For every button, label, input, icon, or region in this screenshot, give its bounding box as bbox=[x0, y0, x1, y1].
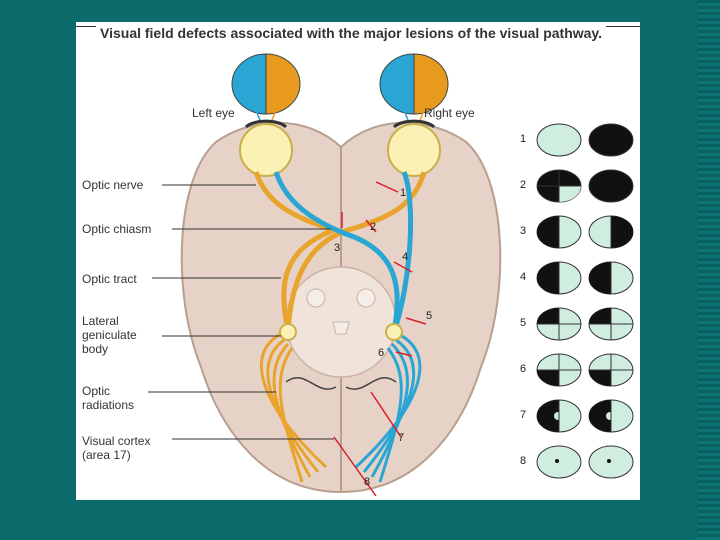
lesion-markers bbox=[333, 181, 427, 497]
defect-4-left-field bbox=[536, 261, 582, 295]
visual-cortex-label: Visual cortex(area 17) bbox=[82, 434, 151, 462]
defect-2-right-field bbox=[588, 169, 634, 203]
defect-3-right-field bbox=[588, 215, 634, 249]
figure-panel: Visual field defects associated with the… bbox=[76, 22, 640, 500]
defect-8-left-field bbox=[536, 445, 582, 479]
defect-row-number-7: 7 bbox=[520, 409, 527, 421]
defect-1-right-field bbox=[588, 123, 634, 157]
lesion-number-8: 8 bbox=[364, 476, 371, 488]
lesion-number-2: 2 bbox=[370, 221, 377, 233]
lesion-number-4: 4 bbox=[402, 251, 409, 263]
defect-8-right-field bbox=[588, 445, 634, 479]
defect-5-right-field bbox=[588, 307, 634, 341]
defect-row-number-3: 3 bbox=[520, 225, 527, 237]
right-visual-field bbox=[379, 53, 449, 115]
defect-row-number-5: 5 bbox=[520, 317, 527, 329]
label-leader-lines bbox=[148, 184, 334, 440]
defect-4-right-field bbox=[588, 261, 634, 295]
defect-row-number-1: 1 bbox=[520, 133, 527, 145]
defect-2-left-field bbox=[536, 169, 582, 203]
defect-row-number-4: 4 bbox=[520, 271, 527, 283]
brain-outline bbox=[180, 121, 502, 494]
defect-6-left-field bbox=[536, 353, 582, 387]
lesion-number-5: 5 bbox=[426, 310, 433, 322]
lateral-geniculate-nuclei bbox=[279, 323, 403, 341]
blue-pathway bbox=[273, 171, 422, 483]
slide-edge-stripe bbox=[698, 0, 720, 540]
defect-row-number-2: 2 bbox=[520, 179, 527, 191]
lesion-number-3: 3 bbox=[334, 242, 341, 254]
defect-6-right-field bbox=[588, 353, 634, 387]
lesion-number-7: 7 bbox=[398, 432, 405, 444]
figure-title: Visual field defects associated with the… bbox=[96, 25, 607, 41]
defect-7-left-field bbox=[536, 399, 582, 433]
defect-row-number-8: 8 bbox=[520, 455, 527, 467]
optic-nerve-label: Optic nerve bbox=[82, 178, 144, 192]
defect-7-right-field bbox=[588, 399, 634, 433]
right-eyeball bbox=[387, 119, 441, 177]
defect-3-left-field bbox=[536, 215, 582, 249]
right-eye-label: Right eye bbox=[424, 106, 475, 120]
visual-pathway-diagram bbox=[148, 53, 502, 497]
left-eye-label: Left eye bbox=[192, 106, 235, 120]
defect-5-left-field bbox=[536, 307, 582, 341]
lesion-number-1: 1 bbox=[400, 187, 407, 199]
defect-row-number-6: 6 bbox=[520, 363, 527, 375]
optic-tract-label: Optic tract bbox=[82, 272, 137, 286]
optic-chiasm-label: Optic chiasm bbox=[82, 222, 152, 236]
defect-field-grid bbox=[536, 123, 634, 479]
defect-1-left-field bbox=[536, 123, 582, 157]
left-eyeball bbox=[239, 119, 293, 177]
lesion-number-6: 6 bbox=[378, 347, 385, 359]
left-visual-field bbox=[231, 53, 301, 115]
